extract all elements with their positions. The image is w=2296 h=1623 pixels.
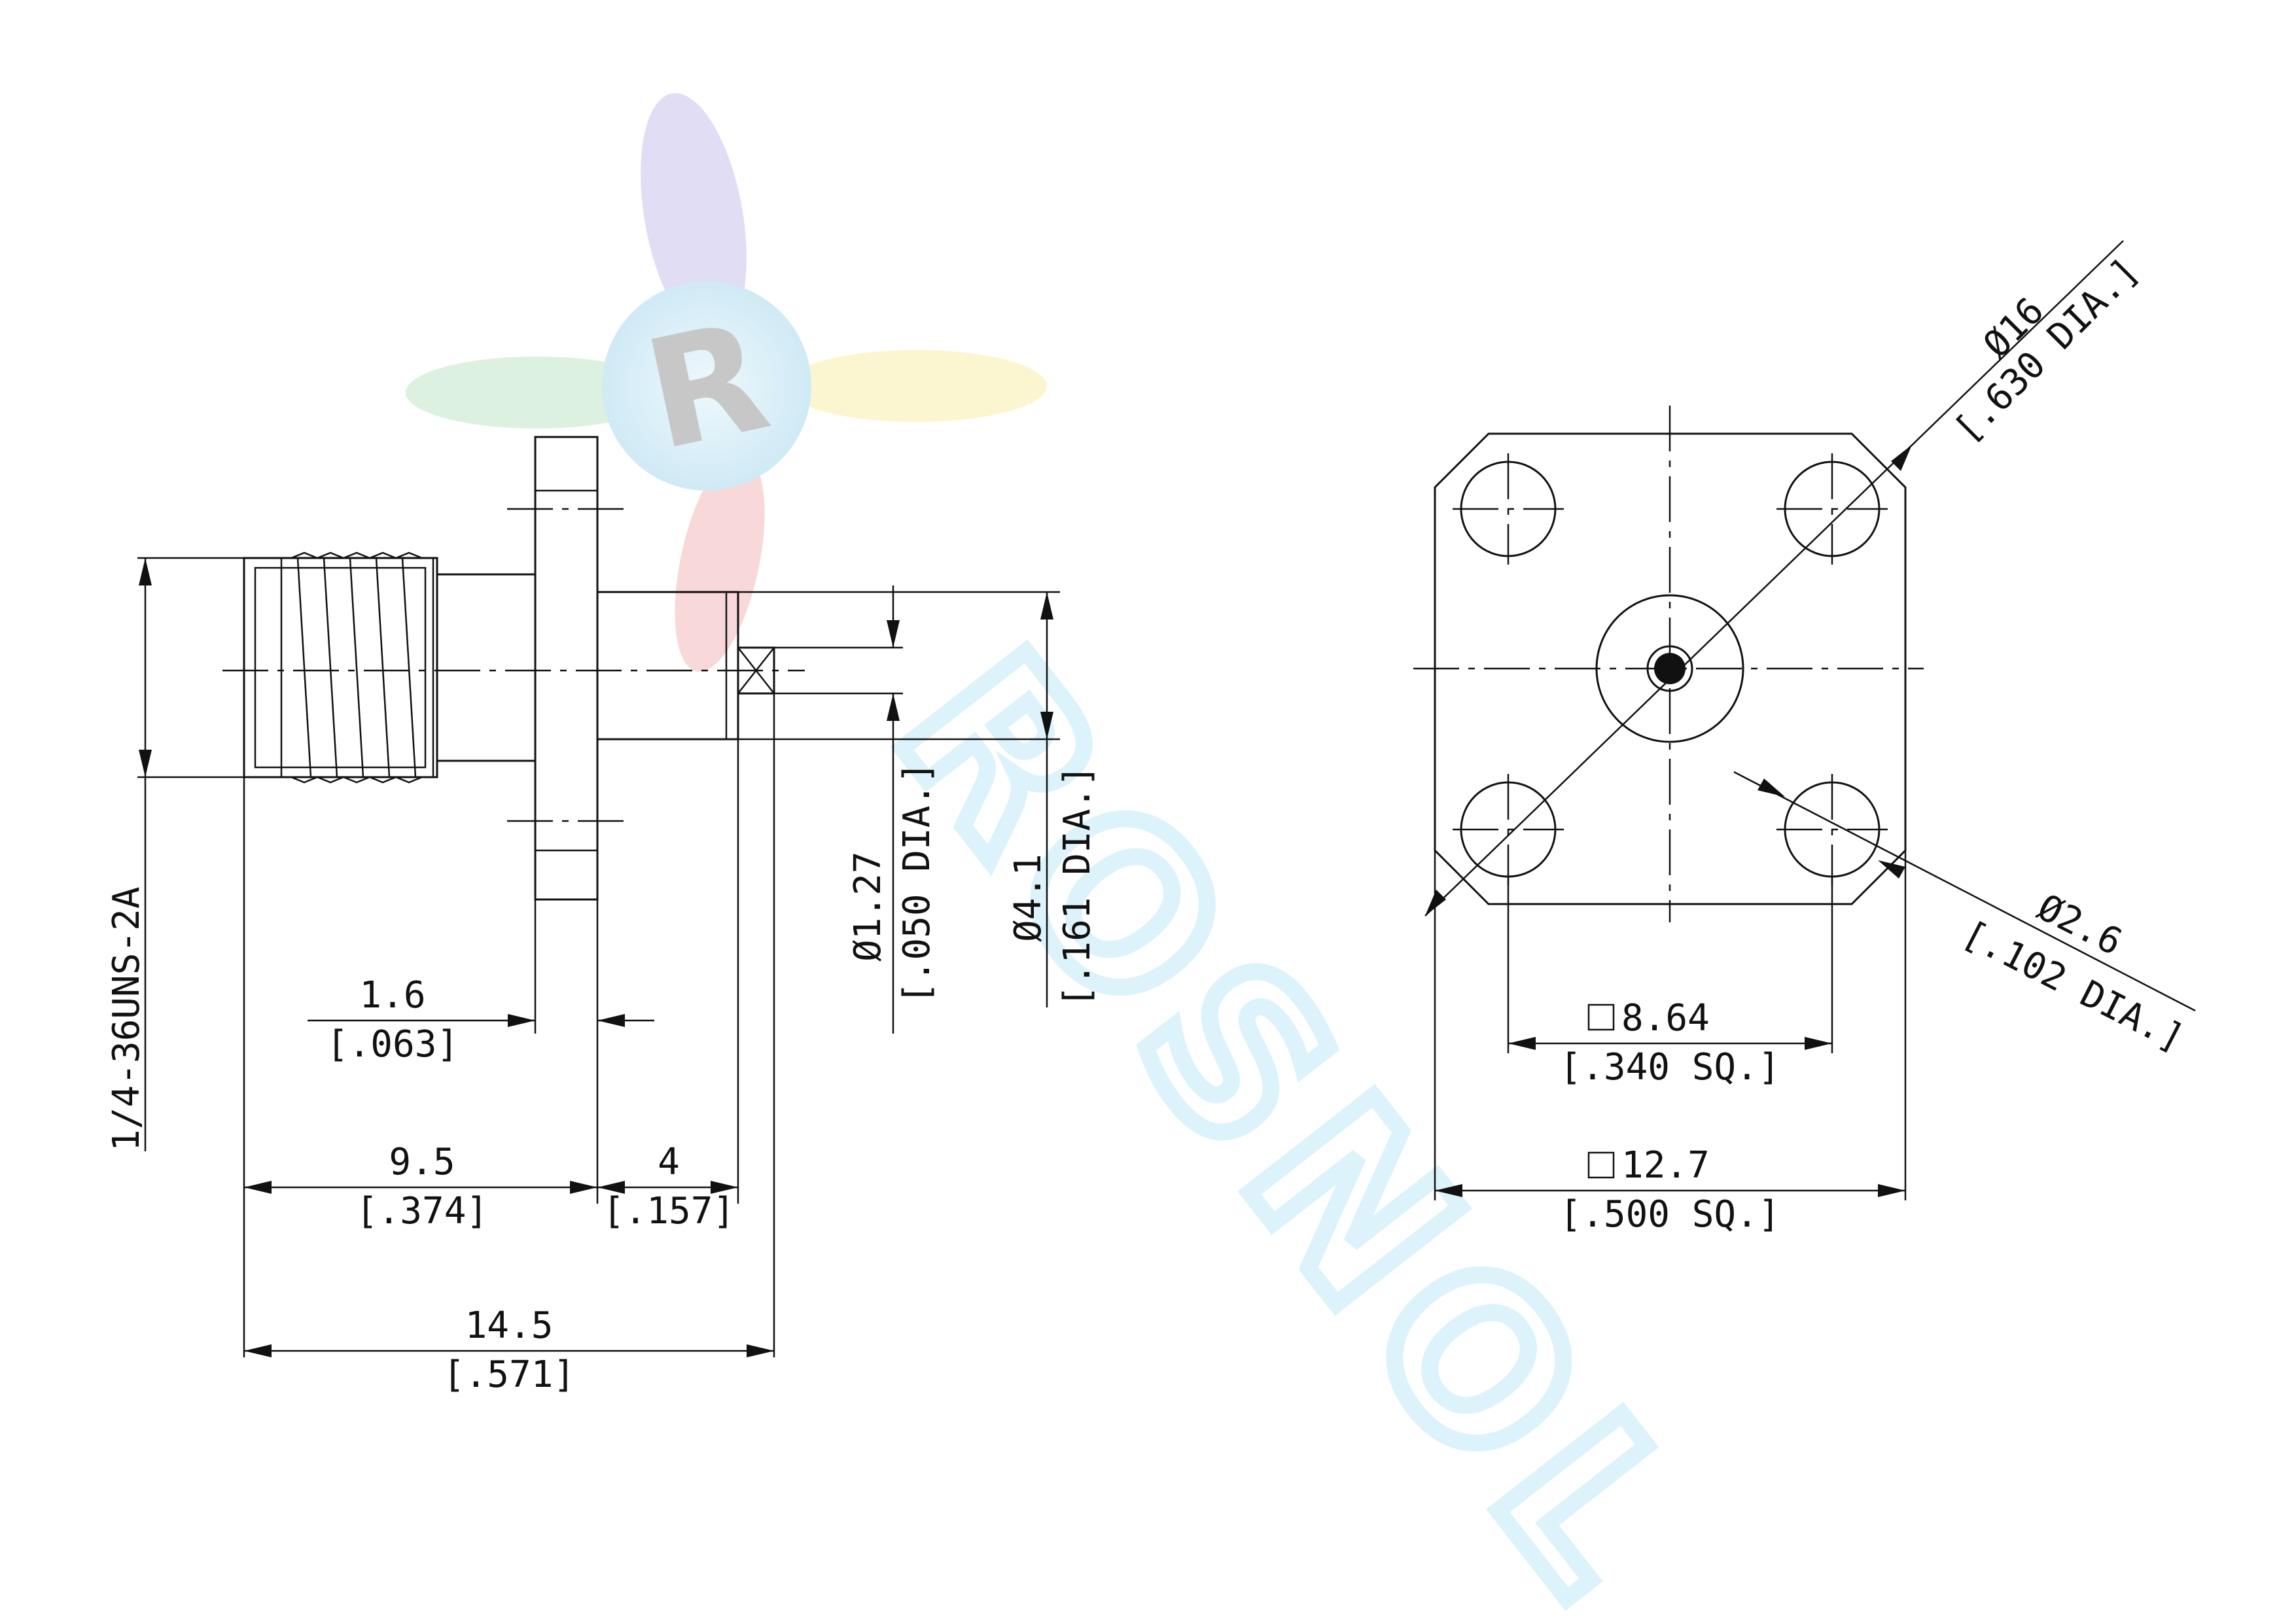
tail-length-mm: 4	[658, 1141, 680, 1183]
bolt-circle-inch: [.630 DIA.]	[1946, 250, 2147, 451]
flange-thickness-dimension: 1.6 [.063]	[308, 974, 654, 1066]
flange-thickness-inch: [.063]	[327, 1023, 459, 1066]
flange-thickness-mm: 1.6	[359, 974, 425, 1017]
tail-diameter-inch: [.161 DIA.]	[1056, 765, 1099, 1007]
overall-length-mm: 14.5	[465, 1304, 554, 1347]
hole-diameter-dimension: Ø2.6 [.102 DIA.]	[1733, 771, 2196, 1060]
square-symbol-icon	[1587, 1003, 1615, 1031]
overall-length-dimension: 14.5 [.571]	[244, 1304, 774, 1396]
mounting-holes	[1453, 453, 1888, 885]
thread-dimension: 1/4-36UNS-2A	[105, 557, 244, 1151]
logo-yellow-petal	[785, 350, 1047, 422]
logo-blue-circle	[602, 281, 811, 491]
body-length-inch: [.374]	[356, 1190, 488, 1232]
front-view: Ø16 [.630 DIA.] Ø2.6 [.102 DIA.] 8.64 [.…	[1413, 240, 2196, 1236]
hole-spacing-mm: 8.64	[1621, 997, 1710, 1039]
brand-watermark-text: ROSNOL	[850, 610, 1740, 1623]
center-pin	[1654, 653, 1686, 684]
pin-diameter-inch: [.050 DIA.]	[896, 761, 938, 1004]
body-length-dimension: 9.5 [.374]	[244, 1141, 597, 1232]
tail-length-inch: [.157]	[603, 1190, 735, 1232]
tail-diameter-mm: Ø4.1	[1007, 854, 1050, 942]
overall-length-inch: [.571]	[443, 1353, 575, 1396]
bolt-circle-dimension: Ø16 [.630 DIA.]	[1424, 240, 2147, 916]
thread-spec-label: 1/4-36UNS-2A	[105, 886, 148, 1151]
tail-length-dimension: 4 [.157]	[597, 1141, 738, 1232]
hole-spacing-inch: [.340 SQ.]	[1559, 1046, 1780, 1089]
threaded-body	[243, 551, 537, 784]
side-view: 1/4-36UNS-2A 1.6 [.063] 9.5 [.374]	[105, 436, 1099, 1396]
logo-purple-petal	[641, 93, 747, 339]
square-symbol-icon	[1587, 1151, 1615, 1179]
tail-diameter-dimension: Ø4.1 [.161 DIA.]	[738, 591, 1099, 1007]
hole-spacing-dimension: 8.64 [.340 SQ.]	[1508, 997, 1832, 1089]
dielectric-circle	[1595, 594, 1744, 743]
pin-diameter-dimension: Ø1.27 [.050 DIA.]	[774, 585, 938, 1034]
flange-size-mm: 12.7	[1621, 1144, 1710, 1187]
tail-side	[596, 591, 775, 741]
logo-green-petal	[406, 357, 667, 428]
flange-size-inch: [.500 SQ.]	[1559, 1193, 1780, 1236]
flange-front-outline	[1434, 432, 1907, 905]
pin-outer-circle	[1646, 645, 1693, 692]
logo-red-petal	[675, 453, 765, 672]
flange-side	[507, 436, 625, 901]
pin-diameter-mm: Ø1.27	[847, 851, 889, 962]
body-length-mm: 9.5	[389, 1141, 455, 1183]
flange-size-dimension: 12.7 [.500 SQ.]	[1435, 1144, 1905, 1236]
